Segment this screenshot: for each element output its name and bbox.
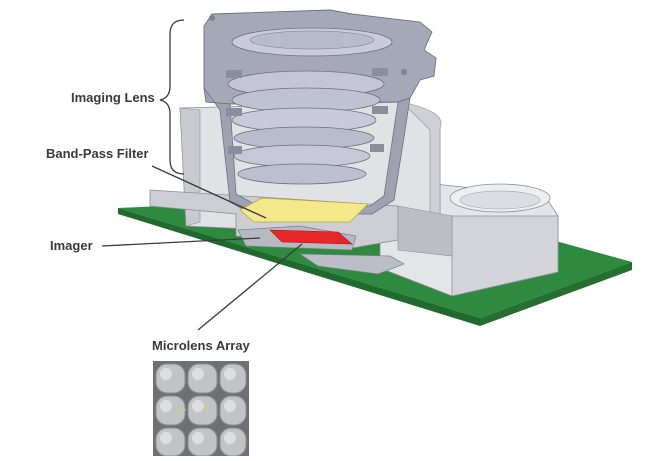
imager-label: Imager	[50, 238, 93, 253]
band-pass-filter-label: Band-Pass Filter	[46, 146, 149, 161]
imager-leader	[101, 237, 261, 247]
imaging-lens-label: Imaging Lens	[71, 90, 155, 105]
imaging-lens-barrel	[203, 9, 437, 215]
microlens-array-label: Microlens Array	[152, 338, 250, 353]
microlens-array-image	[153, 361, 249, 457]
imager-chip	[237, 225, 405, 275]
imaging-lens-bracket	[159, 19, 185, 175]
microlens-array-leader	[197, 243, 303, 331]
band-pass-filter-leader	[151, 165, 267, 219]
band-pass-filter	[239, 197, 369, 223]
